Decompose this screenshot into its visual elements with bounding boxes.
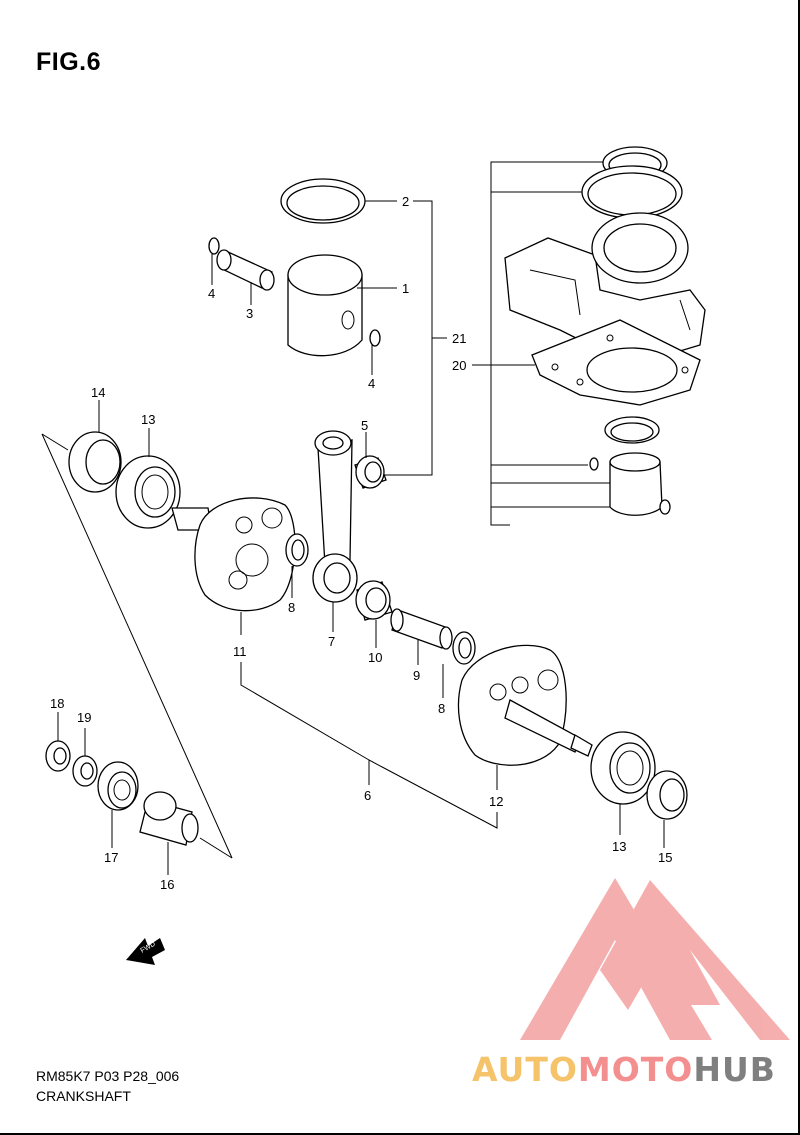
oil-seal-right (646, 770, 688, 820)
brand-part-auto: AUTO (472, 1050, 578, 1089)
callout-16: 16 (160, 877, 174, 892)
callout-5: 5 (361, 418, 368, 433)
kit-piston-rings (581, 146, 683, 219)
cylinder-kit-bracket (490, 161, 612, 526)
watermark-brand: AUTOMOTOHUB (472, 1050, 776, 1089)
brand-part-moto: MOTO (577, 1050, 694, 1089)
connecting-rod (312, 430, 358, 603)
small-end-bearing (354, 455, 387, 489)
callout-2: 2 (402, 194, 409, 209)
cylinder-block (504, 212, 706, 361)
brand-part-hub: HUB (693, 1050, 776, 1089)
kit-piston-assembly (589, 416, 671, 516)
callout-20: 20 (452, 358, 466, 373)
diagram-code: RM85K7 P03 P28_006 (36, 1068, 180, 1084)
callout-14: 14 (91, 385, 105, 400)
crank-half-left (171, 497, 296, 612)
callout-12: 12 (489, 794, 503, 809)
crank-pin (390, 608, 453, 650)
callout-13-left: 13 (141, 412, 155, 427)
big-end-bearing (355, 580, 393, 621)
callout-10: 10 (368, 650, 382, 665)
callout-21: 21 (452, 331, 466, 346)
thrust-washer-left (285, 533, 309, 567)
crank-half-right (457, 644, 593, 766)
crankshaft-nut (45, 740, 71, 772)
circlip-upper (208, 237, 220, 255)
callout-1: 1 (402, 281, 409, 296)
piston-pin (216, 249, 275, 291)
piston (287, 254, 363, 357)
leader-lines (57, 200, 665, 875)
callout-17: 17 (104, 850, 118, 865)
bearing-left (115, 455, 181, 529)
callout-7: 7 (328, 634, 335, 649)
cylinder-base-gasket (531, 319, 701, 406)
callout-6: 6 (364, 788, 371, 803)
callout-11: 11 (233, 644, 247, 659)
piston-ring (280, 178, 366, 224)
figure-title: FIG.6 (36, 48, 102, 76)
assembly-axis-line (41, 433, 233, 859)
watermark-logo-icon (520, 878, 790, 1040)
callout-3: 3 (246, 306, 253, 321)
callout-18: 18 (50, 696, 64, 711)
oil-seal-left (68, 431, 122, 493)
callout-8-left: 8 (288, 600, 295, 615)
callout-9: 9 (413, 668, 420, 683)
crankshaft-spacer (139, 791, 199, 846)
callout-8-right: 8 (438, 701, 445, 716)
callout-15: 15 (658, 850, 672, 865)
callout-numbers: 2 1 4 3 4 21 20 14 13 5 8 7 11 10 9 8 6 … (50, 194, 672, 892)
primary-drive-gear (97, 761, 139, 811)
diagram-name: CRANKSHAFT (36, 1088, 131, 1104)
thrust-washer-right (452, 631, 476, 665)
callout-4-lower: 4 (368, 376, 375, 391)
callout-13-right: 13 (612, 839, 626, 854)
circlip-lower (369, 329, 381, 347)
callout-19: 19 (77, 710, 91, 725)
callout-4-upper: 4 (208, 286, 215, 301)
crankshaft-washer (72, 755, 98, 787)
forward-arrow-icon: FWD (126, 938, 165, 965)
bearing-right (590, 731, 656, 805)
